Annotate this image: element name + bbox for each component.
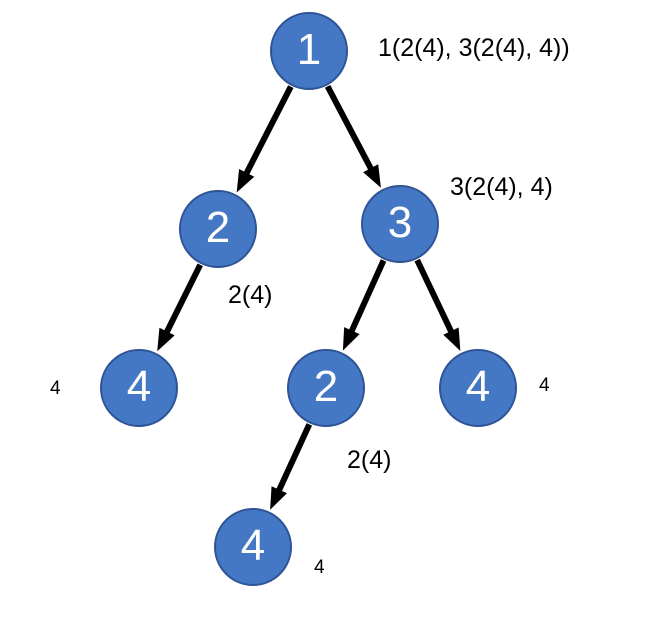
tree-node-n-bottom-4[interactable]: 4 bbox=[214, 508, 292, 586]
ann-root: 1(2(4), 3(2(4), 4)) bbox=[378, 34, 570, 62]
tree-node-root[interactable]: 1 bbox=[270, 12, 348, 90]
arrowhead-icon bbox=[443, 327, 461, 351]
node-value: 2 bbox=[313, 362, 339, 411]
node-value: 3 bbox=[387, 198, 413, 247]
tree-node-n-right-4[interactable]: 4 bbox=[439, 349, 517, 427]
edge-2-4 bbox=[270, 423, 313, 510]
ann-mid: 2(4) bbox=[347, 446, 392, 474]
tree-node-n-left[interactable]: 2 bbox=[179, 190, 257, 268]
tree-node-n-mid-2[interactable]: 2 bbox=[287, 349, 365, 427]
edge-right-4 bbox=[414, 258, 461, 351]
arrowhead-icon bbox=[270, 486, 288, 510]
tree-node-n-right[interactable]: 3 bbox=[361, 185, 439, 263]
edge-root-left bbox=[236, 85, 294, 193]
arrowhead-icon bbox=[157, 327, 175, 352]
node-value: 4 bbox=[126, 362, 152, 411]
node-value: 2 bbox=[205, 203, 231, 252]
arrowhead-icon bbox=[363, 164, 381, 188]
ann-right-leaf: 4 bbox=[539, 375, 550, 396]
edge-root-right bbox=[324, 85, 381, 188]
node-value: 4 bbox=[465, 362, 491, 411]
ann-right: 3(2(4), 4) bbox=[450, 173, 553, 201]
node-value: 4 bbox=[240, 521, 266, 570]
ann-bottom: 4 bbox=[314, 557, 325, 578]
ann-left: 2(4) bbox=[228, 281, 273, 309]
tree-node-n-left-4[interactable]: 4 bbox=[100, 349, 178, 427]
edge-left-4 bbox=[157, 263, 203, 352]
arrowhead-icon bbox=[236, 169, 255, 193]
node-value: 1 bbox=[296, 25, 322, 74]
ann-left-leaf: 4 bbox=[50, 378, 61, 399]
arrowhead-icon bbox=[342, 327, 360, 351]
edge-right-2 bbox=[342, 259, 387, 351]
